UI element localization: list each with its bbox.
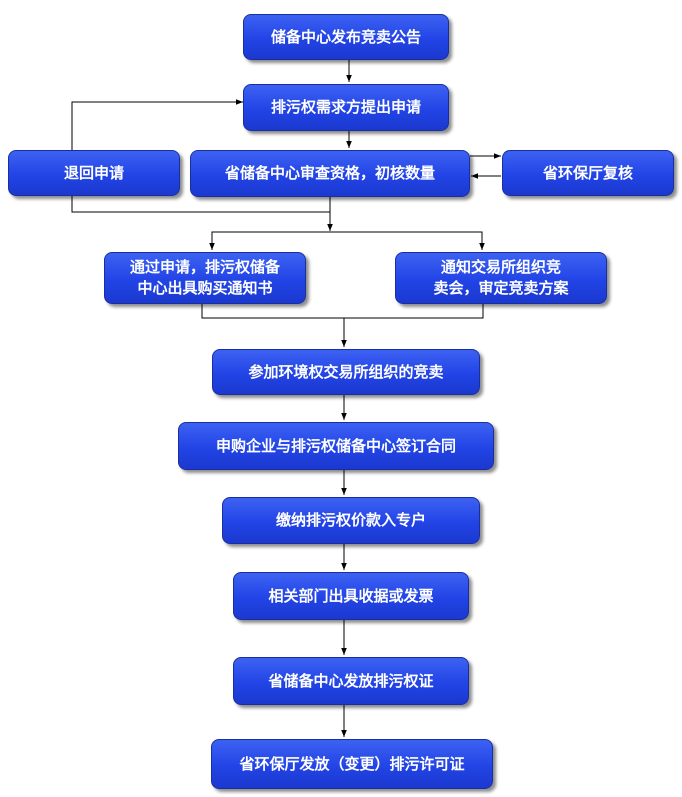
node-cert: 省储备中心发放排污权证 (233, 657, 469, 705)
node-return-label: 退回申请 (63, 163, 124, 182)
node-apply: 排污权需求方提出申请 (243, 84, 449, 131)
node-pay-label: 缴纳排污权价款入专户 (275, 511, 426, 529)
node-notify-label-line2: 卖会，审定竞卖方案 (433, 279, 569, 297)
node-pass-label-line2: 中心出具购买通知书 (137, 279, 273, 297)
node-invoice: 相关部门出具收据或发票 (233, 572, 469, 620)
node-recheck-label: 省环保厅复核 (542, 163, 633, 182)
node-permit-label: 省环保厅发放（变更）排污许可证 (239, 754, 465, 773)
node-apply-label: 排污权需求方提出申请 (270, 98, 421, 116)
node-review-label: 省储备中心审查资格，初核数量 (224, 164, 435, 182)
node-auction-label: 参加环境权交易所组织的竞卖 (248, 362, 444, 381)
node-pay: 缴纳排污权价款入专户 (222, 497, 480, 544)
edge-join (201, 304, 484, 319)
node-contract: 申购企业与排污权储备中心签订合同 (178, 422, 494, 470)
node-announce: 储备中心发布竞卖公告 (243, 14, 449, 60)
edge-branch-left (209, 231, 330, 250)
edge-return-apply (71, 99, 243, 150)
node-review: 省储备中心审查资格，初核数量 (190, 150, 470, 197)
node-contract-label: 申购企业与排污权储备中心签订合同 (215, 436, 456, 455)
node-notify-label-line1: 通知交易所组织竞 (440, 258, 561, 276)
node-recheck: 省环保厅复核 (502, 150, 674, 196)
node-return: 退回申请 (8, 150, 180, 196)
edge-branch-right (330, 231, 485, 250)
node-auction: 参加环境权交易所组织的竞卖 (212, 349, 480, 395)
node-announce-label: 储备中心发布竞卖公告 (270, 27, 421, 46)
node-pass: 通过申请，排污权储备 中心出具购买通知书 (104, 252, 306, 304)
edge-return-merge (71, 196, 330, 213)
node-pass-label-line1: 通过申请，排污权储备 (129, 258, 280, 276)
node-cert-label: 省储备中心发放排污权证 (268, 671, 434, 690)
node-permit: 省环保厅发放（变更）排污许可证 (211, 739, 493, 789)
node-invoice-label: 相关部门出具收据或发票 (268, 586, 434, 605)
node-notify: 通知交易所组织竞 卖会，审定竞卖方案 (395, 252, 607, 304)
